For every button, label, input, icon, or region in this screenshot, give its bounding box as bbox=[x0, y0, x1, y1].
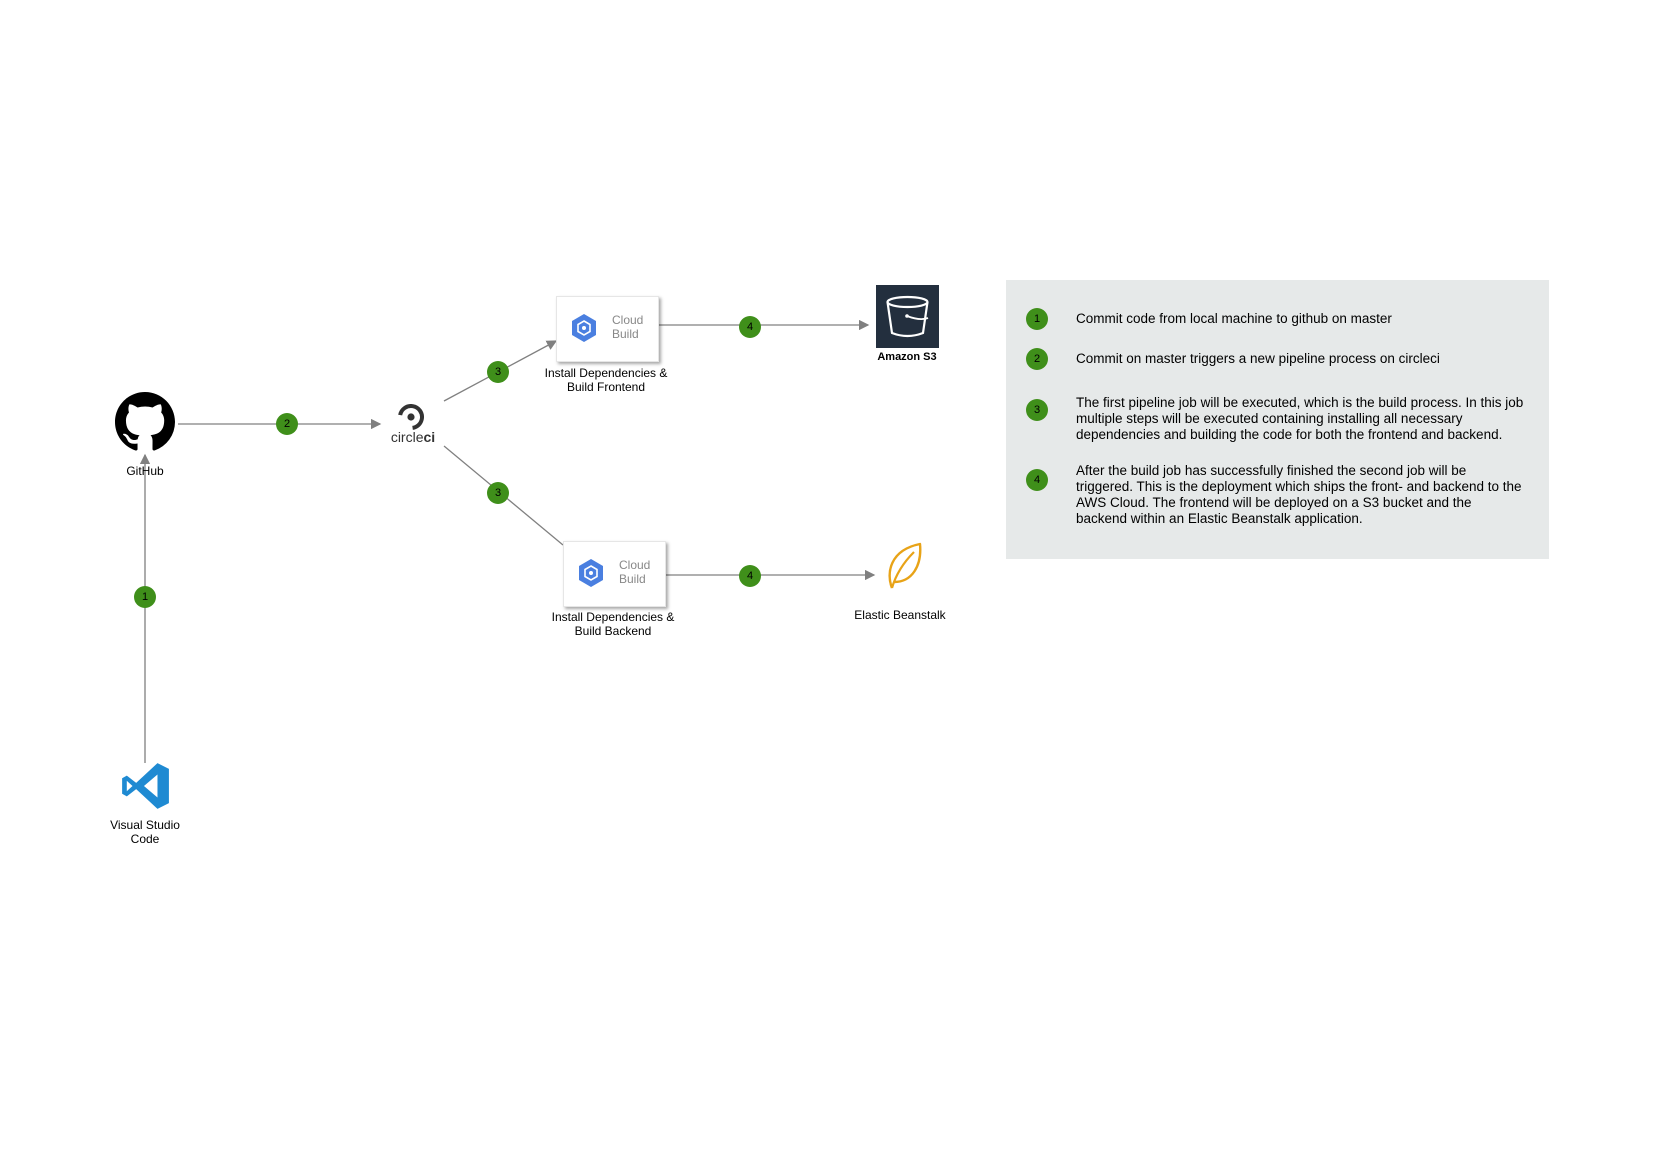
elastic-beanstalk-label: Elastic Beanstalk bbox=[854, 608, 946, 622]
step-badge-4-frontend: 4 bbox=[739, 316, 761, 338]
vscode-label-line1: Visual Studio bbox=[110, 818, 180, 832]
amazon-s3-label: Amazon S3 bbox=[877, 351, 937, 363]
cloud-build-line2: Build bbox=[612, 327, 639, 341]
backend-build-label: Install Dependencies & Build Backend bbox=[533, 610, 693, 638]
frontend-build-label-line1: Install Dependencies & bbox=[544, 366, 668, 380]
frontend-build-label-line2: Build Frontend bbox=[566, 380, 646, 394]
legend-text-4: After the build job has successfully fin… bbox=[1076, 463, 1522, 526]
cloud-build-text: Cloud Build bbox=[619, 558, 650, 586]
vscode-label-line2: Code bbox=[130, 832, 160, 846]
legend-text-3: The first pipeline job will be executed,… bbox=[1076, 395, 1524, 442]
amazon-s3-icon[interactable] bbox=[876, 285, 939, 348]
circleci-text-thin: circle bbox=[390, 429, 424, 445]
legend-badge-1: 1 bbox=[1026, 308, 1048, 330]
github-label: GitHub bbox=[126, 464, 164, 478]
cloud-build-line1: Cloud bbox=[612, 313, 644, 327]
legend-badge-3: 3 bbox=[1026, 399, 1048, 421]
backend-build-label-line1: Install Dependencies & bbox=[551, 610, 675, 624]
cloud-build-text: Cloud Build bbox=[612, 313, 643, 341]
backend-build-label-line2: Build Backend bbox=[574, 624, 652, 638]
step-badge-4-backend: 4 bbox=[739, 565, 761, 587]
cloud-build-icon bbox=[572, 314, 596, 342]
circleci-logo-text: circleci bbox=[383, 430, 443, 444]
step-badge-1: 1 bbox=[134, 586, 156, 608]
legend-panel: 1 Commit code from local machine to gith… bbox=[1006, 280, 1549, 559]
legend-text-2: Commit on master triggers a new pipeline… bbox=[1076, 351, 1440, 366]
step-badge-3-backend: 3 bbox=[487, 482, 509, 504]
vscode-label: Visual Studio Code bbox=[95, 818, 195, 846]
cloud-build-line1: Cloud bbox=[619, 558, 651, 572]
circleci-icon[interactable] bbox=[398, 404, 424, 435]
circleci-text-bold: ci bbox=[423, 429, 436, 445]
elastic-beanstalk-icon[interactable] bbox=[880, 538, 926, 599]
legend-text-1: Commit code from local machine to github… bbox=[1076, 311, 1392, 326]
cloud-build-line2: Build bbox=[619, 572, 646, 586]
frontend-build-label: Install Dependencies & Build Frontend bbox=[526, 366, 686, 394]
legend-badge-2: 2 bbox=[1026, 348, 1048, 370]
cloud-build-backend-card[interactable]: Cloud Build bbox=[563, 541, 666, 607]
vscode-icon[interactable] bbox=[119, 760, 171, 817]
step-badge-3-frontend: 3 bbox=[487, 361, 509, 383]
cloud-build-icon bbox=[579, 559, 603, 587]
step-badge-2: 2 bbox=[276, 413, 298, 435]
legend-badge-4: 4 bbox=[1026, 469, 1048, 491]
github-icon[interactable] bbox=[115, 392, 175, 457]
cloud-build-frontend-card[interactable]: Cloud Build bbox=[556, 296, 659, 362]
